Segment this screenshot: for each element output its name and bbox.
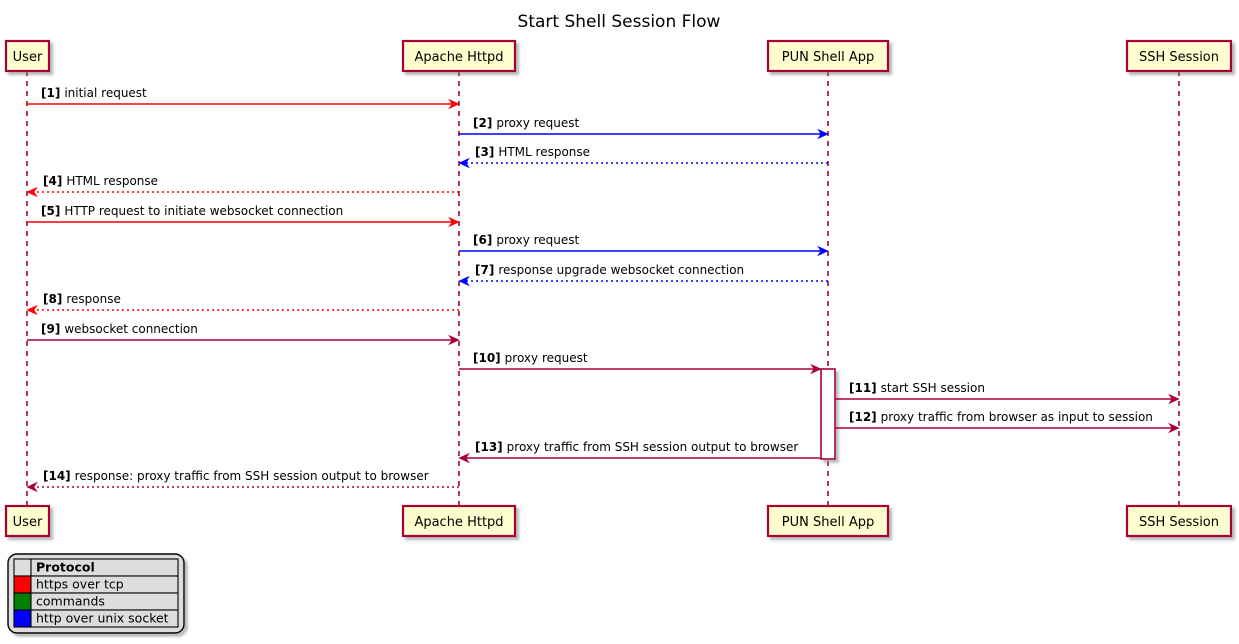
message-number-2: [2]: [473, 116, 492, 130]
message-label-13: [13] proxy traffic from SSH session outpu…: [475, 440, 798, 454]
message-text-3: HTML response: [498, 145, 590, 159]
message-label-2: [2] proxy request: [473, 116, 580, 130]
message-label-7: [7] response upgrade websocket connection: [475, 263, 744, 277]
participant-label-httpd-bottom: Apache Httpd: [414, 515, 503, 530]
participant-box-pun-bottom[interactable]: [766, 504, 890, 538]
message-text-1: initial request: [64, 86, 147, 100]
legend-row-label-2: commands: [36, 594, 105, 609]
message-label-11: [11] start SSH session: [849, 381, 985, 395]
page-title: Start Shell Session Flow: [518, 12, 721, 32]
text-labels-group: [1] initial request [2] proxy request [3] HTM…: [41, 86, 1153, 483]
message-text-6: proxy request: [496, 233, 579, 247]
message-label-9: [9] websocket connection: [41, 322, 198, 336]
participant-box-ssh-top[interactable]: [1125, 39, 1233, 73]
participant-box-pun-top[interactable]: [766, 39, 890, 73]
message-arrowhead-11: [1168, 393, 1180, 405]
message-arrowhead-3: [458, 157, 470, 169]
message-arrowhead-10: [810, 363, 822, 375]
participant-box-user-bottom[interactable]: [4, 504, 51, 538]
message-number-6: [6]: [473, 233, 492, 247]
participant-label-pun-top: PUN Shell App: [782, 50, 874, 65]
message-label-1: [1] initial request: [41, 86, 147, 100]
participant-box-ssh-bottom[interactable]: [1125, 504, 1233, 538]
message-arrowhead-6: [817, 245, 829, 257]
legend-row-cell-3: [30, 609, 179, 628]
message-number-11: [11]: [849, 381, 877, 395]
participant-label-pun-bottom: PUN Shell App: [782, 515, 874, 530]
activation-bars-group: [820, 368, 836, 460]
message-arrowhead-14: [26, 481, 38, 493]
message-text-9: websocket connection: [64, 322, 198, 336]
message-arrows-group: [26, 98, 1180, 493]
message-text-7: response upgrade websocket connection: [498, 263, 744, 277]
message-number-9: [9]: [41, 322, 60, 336]
message-text-4: HTML response: [66, 174, 158, 188]
message-arrowhead-1: [448, 98, 460, 110]
message-text-14: response: proxy traffic from SSH session…: [75, 469, 429, 483]
participant-label-ssh-top: SSH Session: [1139, 50, 1219, 65]
message-text-12: proxy traffic from browser as input to s…: [881, 410, 1153, 424]
message-text-13: proxy traffic from SSH session output to…: [507, 440, 799, 454]
message-label-3: [3] HTML response: [475, 145, 590, 159]
legend-swatch-1: [13, 575, 32, 594]
message-text-10: proxy request: [505, 351, 588, 365]
message-arrowhead-5: [448, 216, 460, 228]
message-label-5: [5] HTTP request to initiate websocket co…: [41, 204, 343, 218]
message-number-8: [8]: [43, 292, 62, 306]
participant-label-httpd-top: Apache Httpd: [414, 50, 503, 65]
message-number-14: [14]: [43, 469, 71, 483]
legend-group: Protocol https over tcp commands http over …: [7, 553, 185, 634]
message-arrowhead-12: [1168, 422, 1180, 434]
message-number-1: [1]: [41, 86, 60, 100]
message-arrowhead-4: [26, 186, 38, 198]
legend-row-label-3: http over unix socket: [36, 611, 169, 626]
legend-header-swatch-cell: [13, 558, 32, 577]
message-text-5: HTTP request to initiate websocket conne…: [64, 204, 343, 218]
message-label-10: [10] proxy request: [473, 351, 588, 365]
legend-swatch-3: [13, 609, 32, 628]
message-label-14: [14] response: proxy traffic from SSH ses…: [43, 469, 429, 483]
activation-bar-pun: [820, 368, 836, 460]
message-arrowhead-13: [458, 452, 470, 464]
message-number-10: [10]: [473, 351, 501, 365]
message-label-12: [12] proxy traffic from browser as input …: [849, 410, 1153, 424]
message-arrowhead-8: [26, 304, 38, 316]
participant-box-user-top[interactable]: [4, 39, 51, 73]
message-number-12: [12]: [849, 410, 877, 424]
message-text-11: start SSH session: [881, 381, 985, 395]
message-label-4: [4] HTML response: [43, 174, 158, 188]
legend-swatch-2: [13, 592, 32, 611]
message-number-5: [5]: [41, 204, 60, 218]
legend-header-label: Protocol: [36, 560, 95, 575]
message-number-7: [7]: [475, 263, 494, 277]
participant-label-ssh-bottom: SSH Session: [1139, 515, 1219, 530]
message-arrowhead-2: [817, 128, 829, 140]
message-number-3: [3]: [475, 145, 494, 159]
participant-box-httpd-bottom[interactable]: [401, 504, 517, 538]
legend-row-label-1: https over tcp: [36, 577, 124, 592]
message-label-8: [8] response: [43, 292, 121, 306]
message-text-2: proxy request: [496, 116, 579, 130]
message-number-4: [4]: [43, 174, 62, 188]
message-arrowhead-7: [458, 275, 470, 287]
participant-label-user-bottom: User: [13, 515, 43, 530]
message-text-8: response: [66, 292, 121, 306]
message-number-13: [13]: [475, 440, 503, 454]
participant-label-user-top: User: [13, 50, 43, 65]
message-label-6: [6] proxy request: [473, 233, 580, 247]
message-arrowhead-9: [448, 334, 460, 346]
participant-box-httpd-top[interactable]: [401, 39, 517, 73]
